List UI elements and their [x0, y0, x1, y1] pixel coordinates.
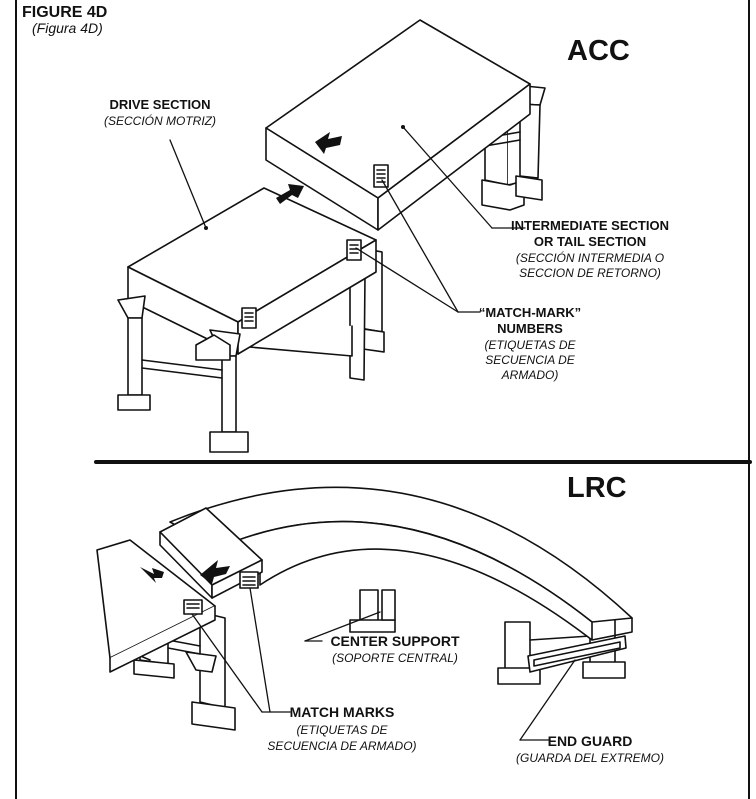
center-support-label-es: (SOPORTE CENTRAL) [332, 651, 458, 665]
lrc-curve-drawing [159, 486, 633, 685]
acc-heading: ACC [567, 35, 630, 67]
figure-subtitle: (Figura 4D) [32, 20, 103, 36]
match-marks-es-line2: SECUENCIA DE ARMADO) [267, 739, 417, 753]
match-marks-label: MATCH MARKS [289, 704, 395, 720]
drive-section-label: DRIVE SECTION [109, 97, 211, 112]
intermediate-section-drawing [265, 19, 546, 231]
lrc-heading: LRC [567, 472, 627, 504]
center-support-label: CENTER SUPPORT [330, 633, 460, 649]
intermediate-section-label-line1: INTERMEDIATE SECTION [511, 218, 669, 233]
figure-frame [15, 0, 750, 799]
match-mark-numbers-line2: NUMBERS [497, 321, 563, 336]
match-mark-numbers-es-line2: SECUENCIA DE [485, 353, 575, 367]
end-guard-label: END GUARD [547, 733, 633, 749]
intermediate-section-es-line2: SECCION DE RETORNO) [519, 266, 661, 280]
leader-lines [169, 126, 576, 741]
match-mark-numbers-es-line1: (ETIQUETAS DE [484, 338, 576, 352]
match-mark-numbers-es-line3: ARMADO) [501, 368, 559, 382]
figure-title: FIGURE 4D [22, 4, 108, 21]
intermediate-section-es-line1: (SECCIÓN INTERMEDIA O [515, 251, 665, 265]
match-marks-es-line1: (ETIQUETAS DE [296, 723, 388, 737]
drive-section-label-es: (SECCIÓN MOTRIZ) [104, 114, 216, 128]
lrc-left-conveyor-drawing [96, 539, 236, 731]
end-guard-label-es: (GUARDA DEL EXTREMO) [515, 751, 665, 765]
drive-section-drawing [117, 184, 385, 453]
match-mark-numbers-line1: “MATCH-MARK” [478, 305, 582, 320]
intermediate-section-label-line2: OR TAIL SECTION [533, 234, 647, 249]
